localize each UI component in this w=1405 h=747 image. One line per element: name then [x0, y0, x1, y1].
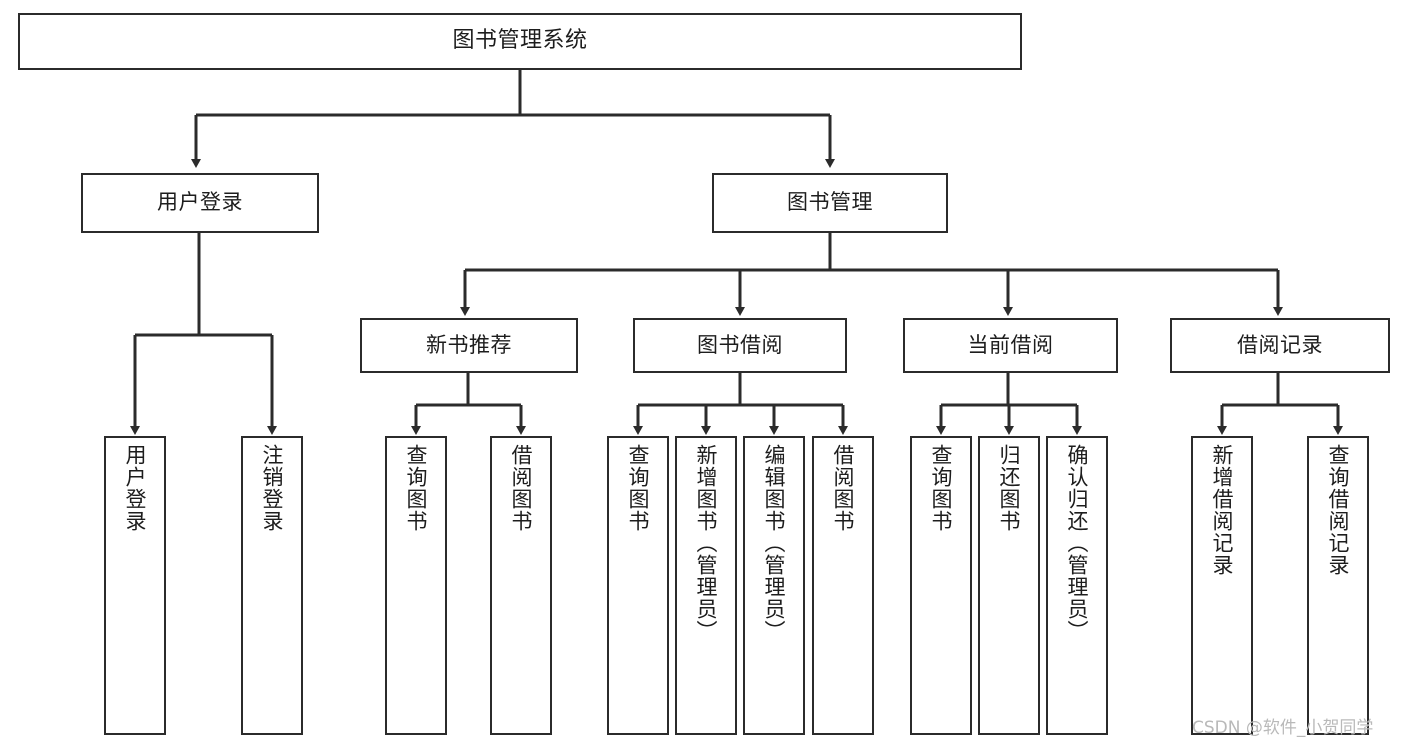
leaf-user-logout[interactable]: 注销登录 — [241, 436, 303, 735]
leaf-add-book[interactable]: 新增图书（管理员） — [675, 436, 737, 735]
leaf-query-book-1-label: 查询图书 — [404, 444, 429, 532]
node-current-borrow-label: 当前借阅 — [967, 332, 1054, 357]
node-root[interactable]: 图书管理系统 — [18, 13, 1022, 70]
leaf-add-record[interactable]: 新增借阅记录 — [1191, 436, 1253, 735]
node-borrow-record-label: 借阅记录 — [1237, 332, 1323, 357]
leaf-add-record-label: 新增借阅记录 — [1210, 444, 1235, 576]
node-user-login[interactable]: 用户登录 — [81, 173, 319, 233]
node-current-borrow[interactable]: 当前借阅 — [903, 318, 1118, 373]
node-book-borrow-label: 图书借阅 — [697, 332, 783, 357]
node-root-label: 图书管理系统 — [452, 28, 588, 54]
node-borrow-record[interactable]: 借阅记录 — [1170, 318, 1390, 373]
leaf-query-book-2[interactable]: 查询图书 — [607, 436, 669, 735]
leaf-borrow-book-2-label: 借阅图书 — [831, 444, 856, 532]
node-new-book-recommend[interactable]: 新书推荐 — [360, 318, 578, 373]
node-book-manage-label: 图书管理 — [787, 190, 873, 215]
leaf-user-login-label: 用户登录 — [123, 444, 148, 532]
leaf-query-book-1[interactable]: 查询图书 — [385, 436, 447, 735]
leaf-return-book-label: 归还图书 — [997, 444, 1022, 532]
leaf-borrow-book-1[interactable]: 借阅图书 — [490, 436, 552, 735]
leaf-return-book[interactable]: 归还图书 — [978, 436, 1040, 735]
node-book-borrow[interactable]: 图书借阅 — [633, 318, 847, 373]
leaf-confirm-return-label: 确认归还（管理员） — [1065, 444, 1090, 642]
node-user-login-label: 用户登录 — [157, 190, 243, 215]
leaf-query-book-3-label: 查询图书 — [929, 444, 954, 532]
leaf-add-book-label: 新增图书（管理员） — [694, 444, 719, 642]
leaf-edit-book-label: 编辑图书（管理员） — [762, 444, 787, 642]
leaf-query-record[interactable]: 查询借阅记录 — [1307, 436, 1369, 735]
leaf-query-book-2-label: 查询图书 — [626, 444, 651, 532]
leaf-borrow-book-1-label: 借阅图书 — [509, 444, 534, 532]
leaf-borrow-book-2[interactable]: 借阅图书 — [812, 436, 874, 735]
leaf-edit-book[interactable]: 编辑图书（管理员） — [743, 436, 805, 735]
csdn-watermark: CSDN @软件_小贺同学 — [1192, 718, 1374, 738]
leaf-query-book-3[interactable]: 查询图书 — [910, 436, 972, 735]
node-book-manage[interactable]: 图书管理 — [712, 173, 948, 233]
leaf-user-login[interactable]: 用户登录 — [104, 436, 166, 735]
leaf-query-record-label: 查询借阅记录 — [1326, 444, 1351, 576]
leaf-user-logout-label: 注销登录 — [260, 444, 285, 532]
leaf-confirm-return[interactable]: 确认归还（管理员） — [1046, 436, 1108, 735]
node-new-book-recommend-label: 新书推荐 — [426, 332, 512, 357]
